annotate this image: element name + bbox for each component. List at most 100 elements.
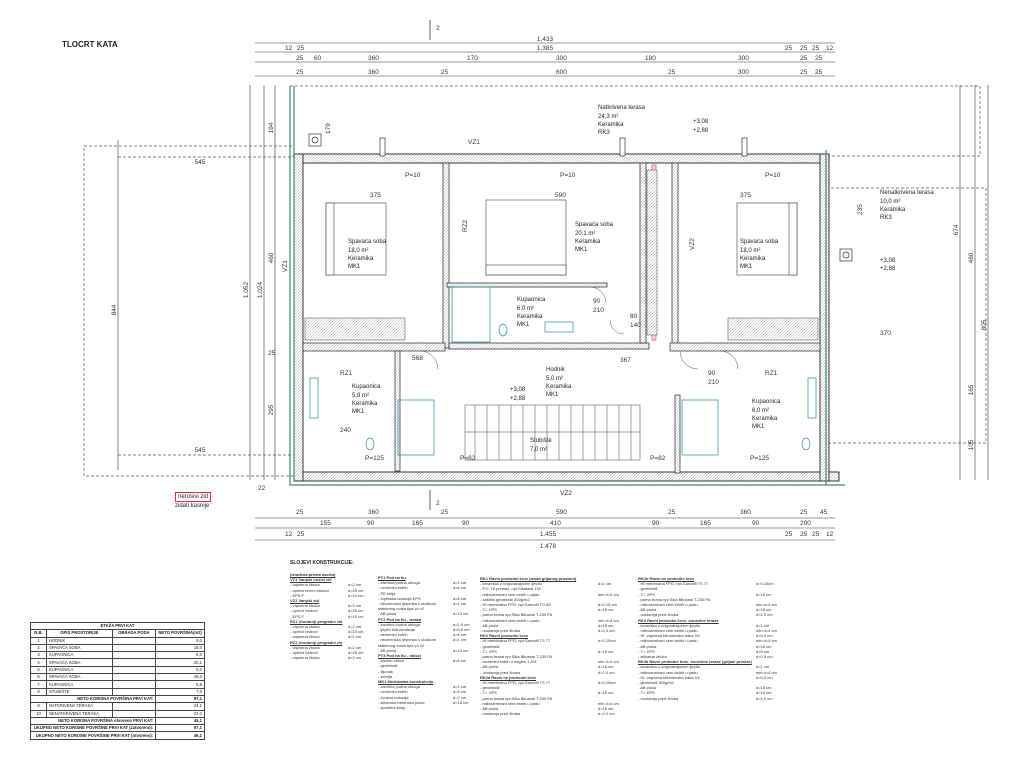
sum-value: 46,1: [155, 731, 205, 740]
room-name: Natkrivena terasa: [598, 105, 646, 111]
note-value: d=0,5 cm: [756, 654, 773, 660]
dim-left-460: 460: [268, 252, 275, 263]
wall-tag: P=82: [460, 455, 476, 462]
wall-tag: P=10: [765, 172, 781, 179]
area-table-header-cell: OPIS PROSTORIJE: [45, 629, 113, 638]
room-name: Kupaonica: [517, 297, 546, 303]
note-value: min d=4 cm: [598, 617, 619, 623]
room-bedroom-1: Spavaća soba 18,0 m² Keramika MK1: [348, 239, 387, 270]
wall-tag: P=125: [750, 455, 769, 462]
table-cell: [111, 709, 157, 718]
note-value: d=12 cm: [453, 647, 469, 653]
dim-label: 25: [815, 69, 823, 76]
dim-label: 240: [340, 427, 351, 434]
note-line: - geotekstil: [378, 663, 470, 668]
table-cell: 24,1: [155, 702, 205, 711]
note-value: d=2 cm: [348, 655, 362, 661]
dim-label: 60: [314, 55, 322, 62]
area-table-header-cell: OBRADA PODA: [111, 629, 157, 638]
note-line: - zemlja: [378, 674, 470, 679]
dim-label: 25: [815, 55, 823, 62]
room-area: 18,0 m²: [740, 248, 760, 254]
dim-bottom-2: 1.478: [540, 543, 557, 550]
sheet-title: TLOCRT KATA: [62, 40, 118, 49]
note-value: d=6 cm: [453, 585, 467, 591]
dim-179: 179: [325, 123, 332, 134]
top-dimension-lines: [255, 42, 835, 541]
dim-label: 90: [708, 370, 716, 377]
table-cell: STUBIŠTE: [45, 687, 113, 696]
note-line: staklenog voala tipa v4 v2: [378, 643, 470, 648]
note-value: d=2 cm: [453, 580, 467, 586]
dim-label: 25: [296, 509, 304, 516]
dim-left-194: 194: [268, 122, 275, 133]
note-value: d=1 cm: [598, 581, 612, 587]
note-line: - cementni estrih d=6 cm: [378, 585, 470, 590]
note-line: - P.C. HI premaz, npr.Sikaseal 152: [480, 586, 619, 591]
note-value: d=5 cm: [756, 648, 770, 654]
note-value: d=5 cm: [453, 689, 467, 695]
level-mark: +3,08: [693, 119, 709, 125]
dim-label: 90: [462, 520, 470, 527]
note-text: staklenog voala tipa v4 v2: [378, 606, 425, 612]
dim-label: 300: [738, 55, 749, 62]
dim-label: 25: [800, 531, 808, 538]
dim-label: 360: [368, 509, 379, 516]
note-text: - cementni estrih: [378, 689, 408, 695]
note-text: - ljepilo hidroizolacija: [378, 627, 415, 633]
room-hallway: Hodnik 5,0 m² Keramika MK1 +3,08 +2,88: [510, 367, 572, 402]
table-cell: 18,0: [155, 673, 205, 682]
dim-label: 25: [800, 69, 808, 76]
dim-label: 25: [296, 55, 304, 62]
note-line: - šljunak: [378, 669, 470, 674]
note-value: d=18 cm: [598, 706, 614, 712]
note-text: - mikroarmirani cem.estrih u padu: [638, 602, 698, 608]
note-value: d=6 cm: [453, 658, 467, 664]
dim-label: 180: [645, 55, 656, 62]
dim-right-460: 460: [968, 252, 975, 263]
table-cell: 10: [30, 709, 47, 718]
dim-label: 90: [752, 520, 760, 527]
table-cell: 5: [30, 665, 47, 675]
facade-lines: [289, 86, 845, 486]
level-mark: +3,08: [510, 387, 526, 393]
dim-bottom-1: 1.455: [540, 531, 557, 538]
note-text: - parna brana npr.Sika Bituseal T-230 PA: [480, 612, 553, 618]
note-line: RK3 Ravni prohodni krov- konzolne terase: [638, 617, 719, 623]
note-value: d=2,0 cm: [598, 628, 615, 634]
dim-label: 25: [441, 509, 449, 516]
note-text: - unutarnja pred žbuka: [480, 669, 521, 675]
note-text: - cementni estrih: [378, 585, 408, 591]
sum-value: 46,1: [155, 716, 205, 726]
room-name: Nenatkrivena terasa: [880, 190, 934, 196]
note-text: - opečni blokovi: [290, 629, 318, 635]
note-text: - AB ploča: [480, 706, 499, 712]
note-text: - unutarnja pred žbuka: [638, 612, 679, 618]
note-text: - EPS F: [290, 592, 305, 598]
sum-value: 97,1: [155, 694, 205, 704]
note-text: - unutarnja pred žbuka: [480, 711, 521, 717]
room-code: MK1: [517, 322, 530, 328]
note-text: - mikroarmirani cem.estrih u padu: [638, 638, 698, 644]
note-line: - PE folija: [378, 591, 470, 596]
bathroom-fixtures: [309, 286, 817, 456]
notes-heading: SLOJEVI KONSTRUKCIJE:: [290, 560, 354, 566]
note-value: min d=4 cm: [756, 638, 777, 644]
note-value: d=15 cm: [756, 690, 772, 696]
